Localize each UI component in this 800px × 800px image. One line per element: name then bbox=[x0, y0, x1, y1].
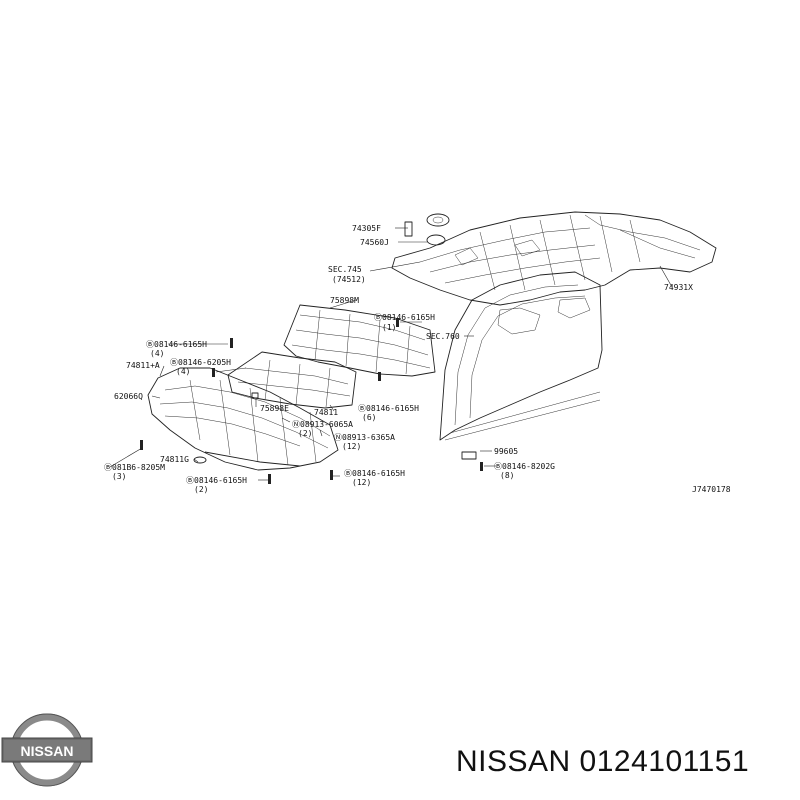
label-bolt-8205m-qty: (3) bbox=[112, 472, 126, 481]
nissan-logo: NISSAN bbox=[1, 713, 93, 787]
label-74811: 74811 bbox=[314, 408, 338, 417]
label-99605: 99605 bbox=[494, 447, 518, 456]
part-labels: 74305F 74560J SEC.745 (74512) 74931X 758… bbox=[104, 224, 731, 494]
label-clip-6065a-qty: (2) bbox=[298, 429, 312, 438]
label-74560J: 74560J bbox=[360, 238, 389, 247]
label-bolt-left-qty: (4) bbox=[150, 349, 164, 358]
center-cover-drawing bbox=[283, 304, 436, 377]
label-bolt-mid: Ⓑ08146-6165H bbox=[358, 404, 419, 413]
label-bolt-bl: Ⓑ08146-6165H bbox=[186, 476, 247, 485]
label-clip-6365a-qty: (12) bbox=[342, 442, 361, 451]
front-undercover-drawing bbox=[147, 367, 339, 471]
label-bolt-top: Ⓑ08146-6165H bbox=[374, 313, 435, 322]
label-clip-6365a: Ⓝ08913-6365A bbox=[334, 433, 395, 442]
label-sec745-sub: (74512) bbox=[332, 275, 366, 284]
label-62066Q: 62066Q bbox=[114, 392, 143, 401]
label-sec745: SEC.745 bbox=[328, 265, 362, 274]
label-bolt-top-qty: (1) bbox=[382, 323, 396, 332]
label-clip-6065a: Ⓝ08913-6065A bbox=[292, 420, 353, 429]
floor-panel-drawing bbox=[391, 211, 717, 306]
leader-lines bbox=[109, 227, 673, 481]
label-74811-a: 74811+A bbox=[126, 361, 160, 370]
label-75898M: 75898M bbox=[330, 296, 359, 305]
label-74305F: 74305F bbox=[352, 224, 381, 233]
label-sec760: SEC.760 bbox=[426, 332, 460, 341]
label-75898E: 75898E bbox=[260, 404, 289, 413]
label-bolt-8202g: Ⓑ08146-8202G bbox=[494, 462, 555, 471]
logo-text: NISSAN bbox=[21, 743, 74, 759]
label-bolt-br-qty: (12) bbox=[352, 478, 371, 487]
label-74811G: 74811G bbox=[160, 455, 189, 464]
label-bolt-br: Ⓑ08146-6165H bbox=[344, 469, 405, 478]
label-bolt-6205h: Ⓑ08146-6205H bbox=[170, 358, 231, 367]
label-bolt-mid-qty: (6) bbox=[362, 413, 376, 422]
label-bolt-left: Ⓑ08146-6165H bbox=[146, 340, 207, 349]
side-sill-drawing bbox=[439, 271, 603, 441]
grommet-drawing bbox=[404, 213, 450, 246]
middle-cover-drawing bbox=[227, 351, 357, 409]
part-number-title: NISSAN 0124101151 bbox=[456, 745, 750, 778]
label-74931X: 74931X bbox=[664, 283, 693, 292]
label-bolt-8202g-qty: (8) bbox=[500, 471, 514, 480]
bolt-markers bbox=[140, 318, 483, 484]
label-bolt-8205m: Ⓑ081B6-8205M bbox=[104, 463, 165, 472]
label-bolt-6205h-qty: (4) bbox=[176, 367, 190, 376]
label-bolt-bl-qty: (2) bbox=[194, 485, 208, 494]
diagram-code: J7470178 bbox=[692, 485, 731, 494]
